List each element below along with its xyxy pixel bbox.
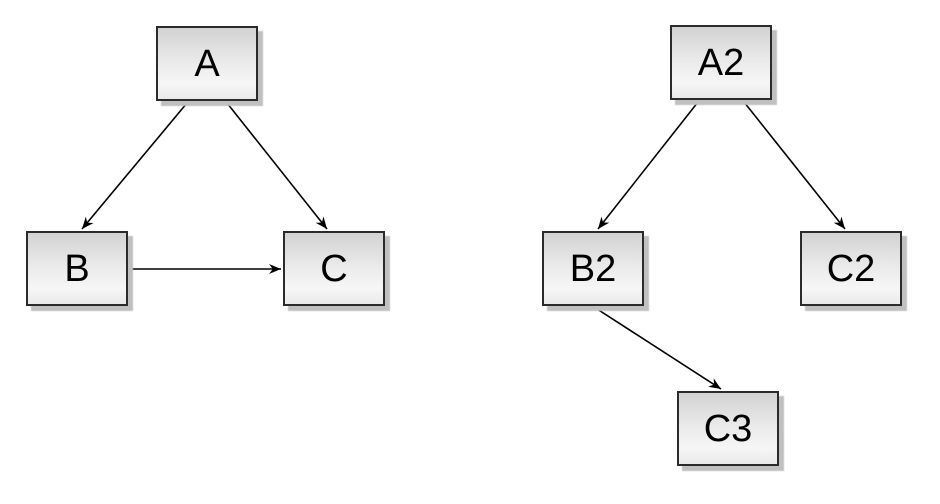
node-b2[interactable]: B2 bbox=[542, 231, 644, 306]
node-a[interactable]: A bbox=[156, 26, 258, 101]
node-c[interactable]: C bbox=[283, 231, 385, 306]
node-c3-label: C3 bbox=[703, 407, 753, 450]
node-c2[interactable]: C2 bbox=[800, 231, 902, 306]
edge-a2-b2[interactable] bbox=[597, 101, 699, 230]
node-a2[interactable]: A2 bbox=[670, 25, 772, 100]
node-b-label: B bbox=[64, 247, 90, 290]
edge-a2-c2[interactable] bbox=[743, 101, 846, 230]
edge-a-c[interactable] bbox=[226, 102, 328, 230]
edge-b2-c3[interactable] bbox=[593, 306, 722, 390]
node-c2-label: C2 bbox=[826, 247, 876, 290]
node-b[interactable]: B bbox=[26, 231, 128, 306]
node-a-label: A bbox=[194, 42, 220, 85]
node-b2-label: B2 bbox=[569, 247, 617, 290]
edge-a-b[interactable] bbox=[81, 102, 188, 230]
node-c3[interactable]: C3 bbox=[677, 391, 779, 466]
node-a2-label: A2 bbox=[697, 41, 745, 84]
node-c-label: C bbox=[320, 247, 348, 290]
